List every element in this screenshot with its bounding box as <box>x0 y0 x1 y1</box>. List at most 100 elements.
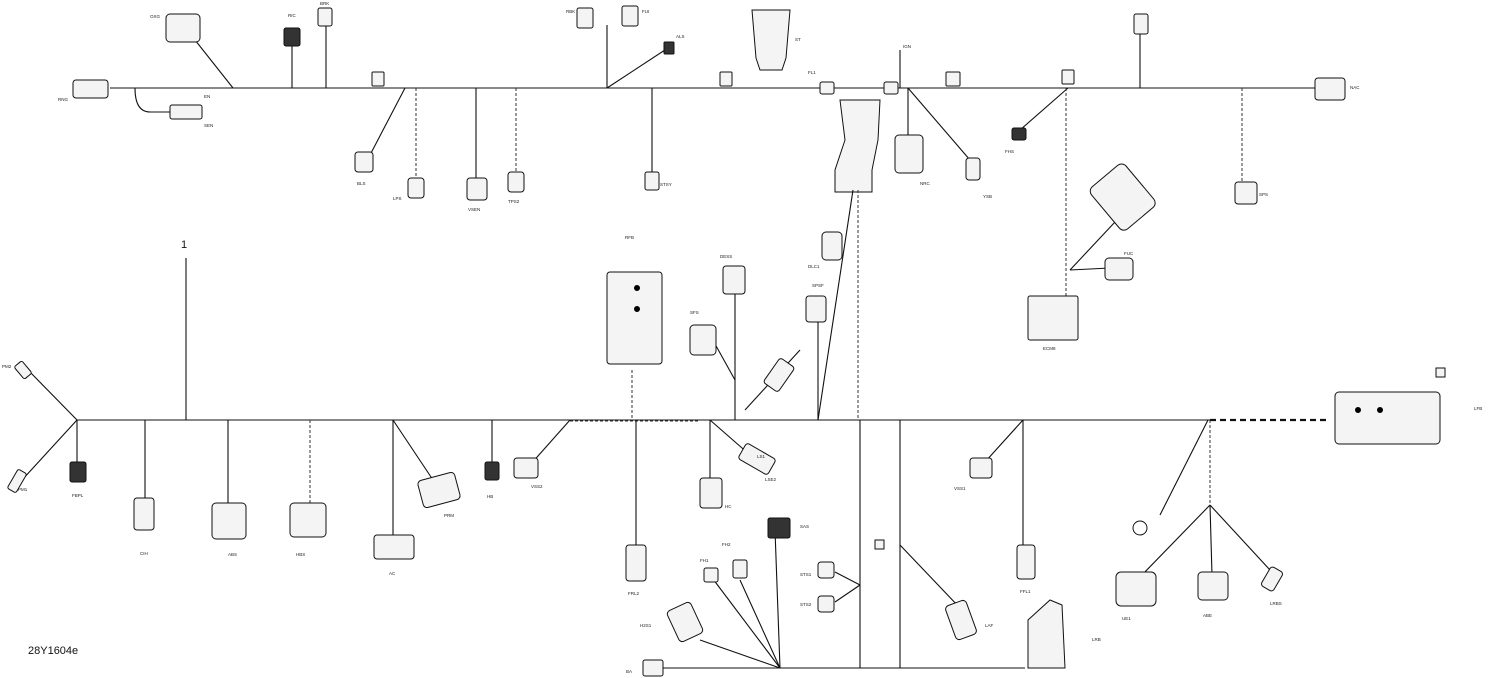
svg-text:SFS: SFS <box>690 310 699 315</box>
connector-prm <box>417 471 461 509</box>
svg-text:LS1: LS1 <box>757 454 766 459</box>
connector-rbk <box>576 7 594 29</box>
svg-text:ABE: ABE <box>1203 613 1212 618</box>
svg-text:LPS: LPS <box>393 196 402 201</box>
connector-fh1 <box>703 567 719 583</box>
svg-text:RIC: RIC <box>288 13 297 18</box>
connector-fl1 <box>819 81 835 95</box>
connector-abs <box>211 502 247 540</box>
svg-text:NRC: NRC <box>920 181 930 186</box>
connector-ac <box>373 534 415 560</box>
document-id: 28Y1604e <box>28 645 78 657</box>
svg-text:H2S1: H2S1 <box>640 623 652 628</box>
svg-text:LRB: LRB <box>1092 637 1101 642</box>
svg-text:SPS: SPS <box>1259 192 1268 197</box>
svg-text:DESS: DESS <box>720 254 732 259</box>
svg-text:FUI: FUI <box>642 9 649 14</box>
svg-text:BA: BA <box>626 669 632 674</box>
connector-cih <box>133 497 155 531</box>
svg-text:RFB: RFB <box>625 235 634 240</box>
svg-text:RNG: RNG <box>58 97 68 102</box>
connector-h2s <box>699 477 723 509</box>
connector-ls1 <box>738 443 776 475</box>
connector-vsen <box>466 177 488 201</box>
svg-text:SEN: SEN <box>204 123 213 128</box>
connector-ecm-lower <box>1027 599 1066 669</box>
connector-ecm8 <box>1027 295 1079 341</box>
connector-brk <box>317 7 333 27</box>
svg-text:BLS: BLS <box>357 181 366 186</box>
connector-fui <box>621 5 639 27</box>
svg-text:RBK: RBK <box>566 9 575 14</box>
connector-ysb <box>965 157 981 181</box>
connector-fuc <box>1104 257 1134 281</box>
connector-laf <box>945 599 977 641</box>
svg-text:VSS1: VSS1 <box>954 486 966 491</box>
callout-box-lower <box>874 539 885 550</box>
bottom-connectors <box>7 360 1446 677</box>
connector-c1 <box>371 71 385 87</box>
connector-stsy <box>644 171 660 191</box>
connector-c4 <box>1061 69 1075 85</box>
connector-rng <box>72 79 109 99</box>
svg-text:UE1: UE1 <box>1122 616 1131 621</box>
connector-dess <box>722 265 746 295</box>
connector-ring-terminal <box>1132 520 1148 536</box>
connector-ba <box>642 659 664 677</box>
svg-text:HB: HB <box>487 494 493 499</box>
callout-box-right <box>1435 367 1446 378</box>
svg-text:DLC1: DLC1 <box>808 264 820 269</box>
connector-spm <box>763 358 795 392</box>
connector-fh2 <box>732 559 748 579</box>
svg-text:PRM: PRM <box>444 513 454 518</box>
fuse-box-center <box>606 265 827 392</box>
connector-oxg <box>165 13 201 43</box>
top-connectors <box>72 5 1346 341</box>
svg-text:EN: EN <box>204 94 210 99</box>
callout-number: 1 <box>181 239 187 251</box>
connector-pm2 <box>14 360 32 380</box>
connector-tms <box>1011 127 1027 141</box>
svg-text:STSY: STSY <box>660 182 672 187</box>
svg-text:AC: AC <box>389 571 396 576</box>
svg-text:FFL1: FFL1 <box>1020 589 1031 594</box>
connector-flc <box>1089 163 1156 231</box>
connector-sts2 <box>817 595 835 613</box>
svg-text:LRBS: LRBS <box>1270 601 1282 606</box>
svg-text:FH1: FH1 <box>700 558 709 563</box>
svg-text:CIH: CIH <box>140 551 148 556</box>
svg-text:FH2: FH2 <box>722 542 731 547</box>
svg-text:LAF: LAF <box>985 623 994 628</box>
svg-text:TPS2: TPS2 <box>508 199 520 204</box>
svg-text:FL1: FL1 <box>808 70 816 75</box>
connector-lps <box>407 177 425 199</box>
svg-text:BRK: BRK <box>320 1 329 6</box>
connector-vss2 <box>513 457 539 479</box>
svg-text:ECM8: ECM8 <box>1043 346 1056 351</box>
svg-text:ABS: ABS <box>228 552 237 557</box>
svg-text:NAC: NAC <box>1350 85 1360 90</box>
svg-text:PM2: PM2 <box>2 364 12 369</box>
svg-text:HC: HC <box>725 504 732 509</box>
connector-ric <box>283 27 301 47</box>
connector-hb <box>484 461 500 481</box>
connector-bls <box>354 151 374 173</box>
svg-text:YSB: YSB <box>983 194 992 199</box>
top-harness <box>110 25 1315 300</box>
connector-spsf <box>805 295 827 323</box>
connector-ign <box>883 81 899 95</box>
connector-als <box>663 41 675 55</box>
svg-text:ALS: ALS <box>676 34 685 39</box>
svg-text:PM1: PM1 <box>18 487 28 492</box>
connector-sps <box>1234 181 1258 205</box>
connector-fhs <box>894 134 924 174</box>
fuse-box-right <box>1334 391 1441 445</box>
connector-c2 <box>719 71 733 87</box>
svg-text:VSEN: VSEN <box>468 207 480 212</box>
connector-ffl1 <box>1016 544 1036 580</box>
connector-sas <box>767 517 791 539</box>
svg-text:OXG: OXG <box>150 14 161 19</box>
svg-text:ST: ST <box>795 37 801 42</box>
svg-text:FHS: FHS <box>1005 149 1014 154</box>
